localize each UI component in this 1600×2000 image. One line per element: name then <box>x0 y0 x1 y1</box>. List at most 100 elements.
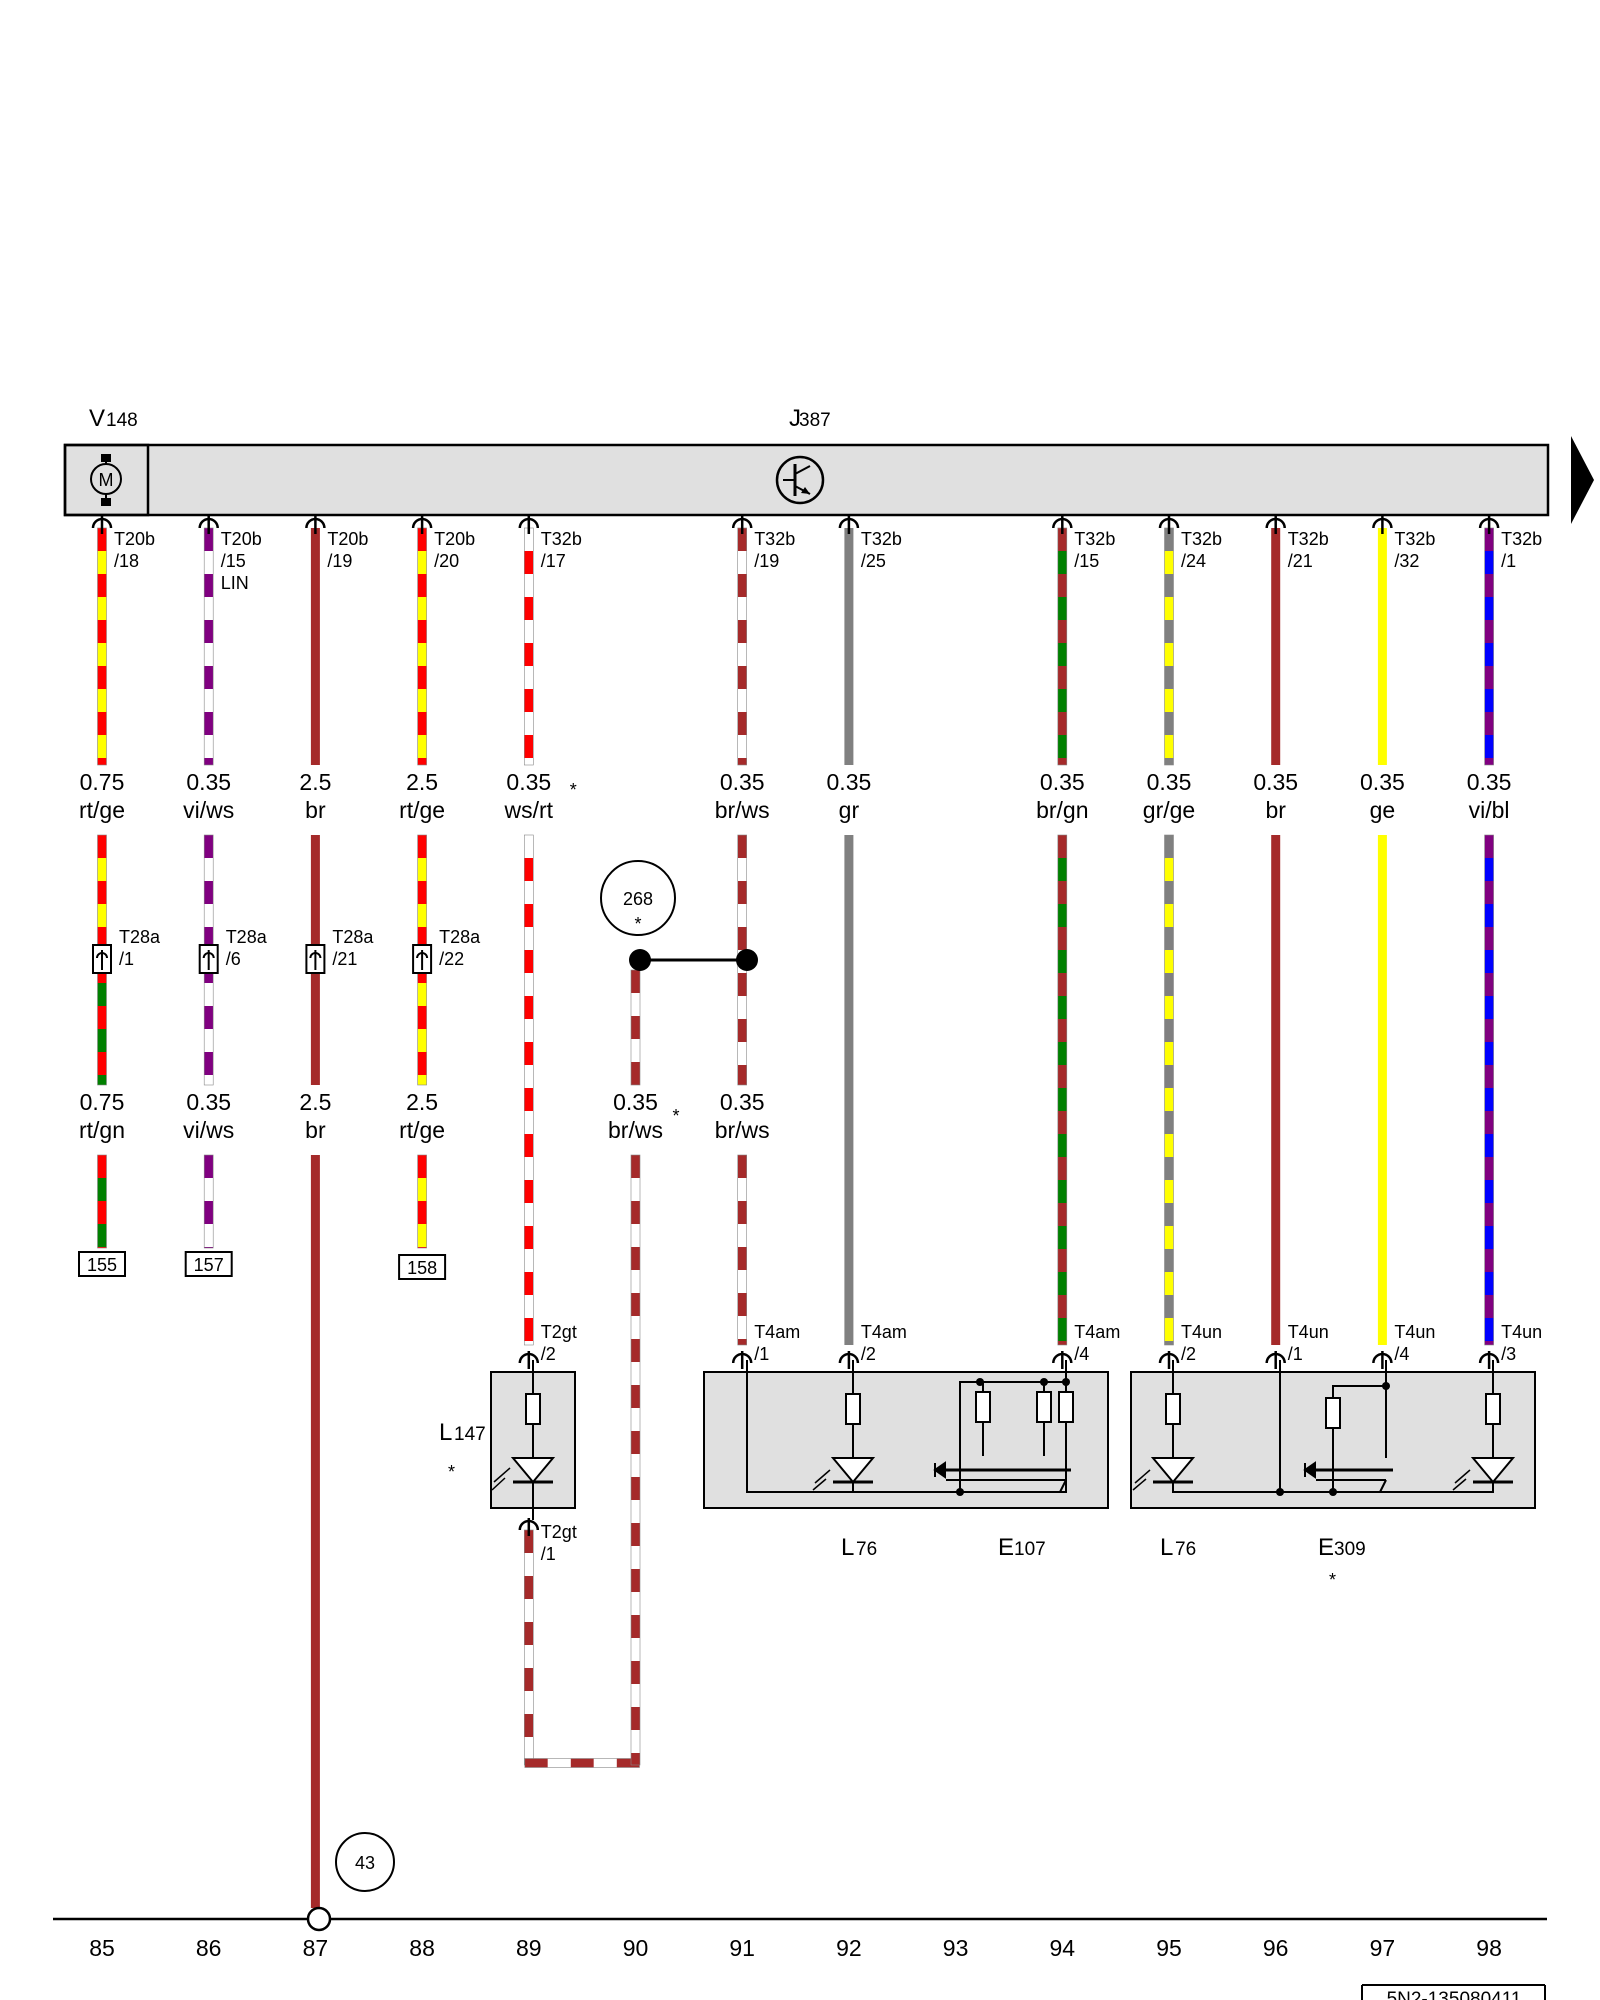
wire-85-upper <box>97 597 107 620</box>
wire-86-pin-top-label-0: T20b <box>221 529 262 549</box>
wire-95-pin-top-label-0: T32b <box>1181 529 1222 549</box>
wire-89-upper <box>524 551 534 574</box>
wire-98-upper <box>1484 712 1494 735</box>
wire-86-lower <box>204 1178 214 1201</box>
wire-95-long <box>1164 1341 1174 1345</box>
wire-89-pin-top-label-0: T32b <box>541 529 582 549</box>
wire-89-upper <box>524 735 534 758</box>
wire-98-long <box>1484 1341 1494 1345</box>
wire-85-pin-top-label-1: /18 <box>114 551 139 571</box>
wire-95-long <box>1164 835 1174 858</box>
lamp-l147-star: * <box>448 1462 455 1482</box>
wire-90-long <box>631 1661 640 1684</box>
wire-89-long-outline <box>523 834 534 1346</box>
wire-90-long <box>631 1224 640 1247</box>
wire-94-pin-bottom-label-1: /4 <box>1074 1344 1089 1364</box>
wire-95-long <box>1164 1019 1174 1042</box>
wire-91-pin-top-label-0: T32b <box>754 529 795 549</box>
lamp-l76-a-number: 76 <box>856 1539 877 1560</box>
wire-95-long <box>1164 1272 1174 1295</box>
wire-98-color-upper: vi/bl <box>1469 797 1510 823</box>
wire-98-pin-bottom-label-1: /3 <box>1501 1344 1516 1364</box>
switch-e107-circuit <box>746 1360 1074 1493</box>
wire-98-long <box>1484 996 1494 1019</box>
wire-89-upper <box>524 666 534 689</box>
wire-94-long <box>1057 1318 1067 1341</box>
wire-94-upper <box>1057 620 1067 643</box>
wire-89-gauge-upper: 0.35 <box>506 769 551 795</box>
wire-95-upper <box>1164 574 1174 597</box>
wire-92-pin-top-label-0: T32b <box>861 529 902 549</box>
wire-98-upper <box>1484 597 1494 620</box>
wire-94-long <box>1057 858 1067 881</box>
wire-98-long <box>1484 950 1494 973</box>
wire-98-long <box>1484 1318 1494 1341</box>
wire-94-long <box>1057 1134 1067 1157</box>
wire-88-mid-b <box>417 1052 427 1075</box>
wire-85-lower <box>97 1201 107 1224</box>
wire-98-long <box>1484 1295 1494 1318</box>
wire-85-lower <box>97 1178 107 1201</box>
wire-88-upper <box>417 551 427 574</box>
wire-91-mid <box>737 927 747 950</box>
wire-98-long <box>1484 858 1494 881</box>
wire-86-lower-outline <box>203 1154 214 1249</box>
wire-85-upper <box>97 528 107 551</box>
wire-98-long <box>1484 1226 1494 1249</box>
wire-88-ref: 158 <box>407 1258 437 1278</box>
wire-97-long <box>1377 835 1387 1345</box>
wire-85-mid-b <box>97 1006 107 1029</box>
wire-95-pin-bottom-label-1: /2 <box>1181 1344 1196 1364</box>
wire-94-long <box>1057 1272 1067 1295</box>
wire-97-pin-top-label-0: T32b <box>1394 529 1435 549</box>
wire-98-long <box>1484 1203 1494 1226</box>
wire-86-mid-a <box>204 881 214 904</box>
wire-88-lower <box>417 1155 427 1178</box>
wire-86-mid-a <box>204 927 214 950</box>
wire-97-gauge-upper: 0.35 <box>1360 769 1405 795</box>
wire-89-pin-bottom-label-0: T2gt <box>541 1322 577 1342</box>
wire-94-upper <box>1057 735 1067 758</box>
continuation-arrow-icon <box>1571 436 1594 524</box>
wire-91-upper <box>737 735 747 758</box>
wire-86-inline-connector-arc <box>202 952 215 959</box>
wire-86-upper <box>204 574 214 597</box>
wire-95-long <box>1164 996 1174 1019</box>
wire-91-lower <box>737 1178 747 1201</box>
wire-98-long <box>1484 1180 1494 1203</box>
wire-98-upper <box>1484 620 1494 643</box>
wire-loop-bottom <box>616 1758 640 1768</box>
wire-97-color-upper: ge <box>1370 797 1396 823</box>
wire-90-long <box>631 1684 640 1707</box>
wire-86-upper <box>204 712 214 735</box>
wire-85-pin-top-label-0: T20b <box>114 529 155 549</box>
wire-96-long <box>1271 835 1281 1345</box>
wire-98-pin-top-label-1: /1 <box>1501 551 1516 571</box>
wire-94-upper <box>1057 528 1067 551</box>
wire-85-upper <box>97 666 107 689</box>
wire-95-upper <box>1164 735 1174 758</box>
wire-98-upper <box>1484 528 1494 551</box>
wire-87-pin-top-label-1: /19 <box>327 551 352 571</box>
wire-89-long <box>524 1042 534 1065</box>
wire-94-gauge-upper: 0.35 <box>1040 769 1085 795</box>
wire-88-upper <box>417 712 427 735</box>
wire-89-loop-left <box>524 1553 534 1576</box>
wire-86-color-lower: vi/ws <box>183 1117 234 1143</box>
wire-94-long <box>1057 1157 1067 1180</box>
wire-87-mid-label-0: T28a <box>332 927 374 947</box>
wire-98-long <box>1484 973 1494 996</box>
wire-98-long <box>1484 1134 1494 1157</box>
wire-98-long <box>1484 904 1494 927</box>
wire-91-color-lower: br/ws <box>715 1117 770 1143</box>
wire-94-long <box>1057 1065 1067 1088</box>
wire-94-long <box>1057 881 1067 904</box>
wire-98-pin-bottom-label-0: T4un <box>1501 1322 1542 1342</box>
wire-86-mid-a <box>204 904 214 927</box>
component-j387-number: 387 <box>799 410 831 431</box>
wire-86-upper <box>204 597 214 620</box>
wire-94-long <box>1057 904 1067 927</box>
axis-label-93: 93 <box>943 1935 969 1961</box>
junction-ref-number: 268 <box>623 889 653 909</box>
wire-98-gauge-upper: 0.35 <box>1467 769 1512 795</box>
